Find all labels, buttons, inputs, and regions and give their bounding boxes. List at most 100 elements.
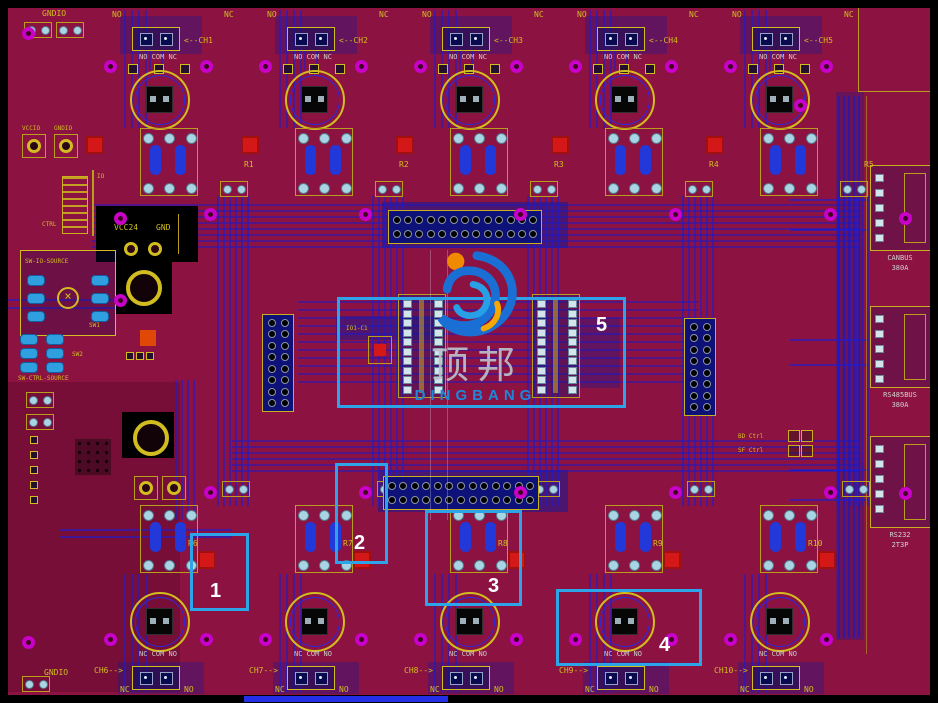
ring-pad [27, 139, 41, 153]
pin-pad [449, 216, 458, 224]
connector-pad [875, 204, 884, 212]
coil-pad [474, 560, 485, 571]
ic-footprint [74, 438, 112, 476]
pin-pad [410, 482, 419, 490]
passive-pad [690, 485, 699, 494]
relay-footprint [285, 592, 345, 652]
ring-pad [59, 139, 73, 153]
pin-pad [526, 496, 535, 504]
coil-pad [453, 183, 464, 194]
via-pad [665, 633, 678, 646]
via-pad [899, 487, 912, 500]
power-pin [124, 242, 138, 256]
coil-pad [164, 183, 175, 194]
coil-slot [175, 522, 186, 552]
pad [30, 481, 38, 489]
relay-coil-footprint [605, 505, 663, 573]
annotation-number: 4 [659, 634, 671, 656]
coil-pad [298, 560, 309, 571]
via-pad [820, 60, 833, 73]
coil-pad [608, 560, 619, 571]
contact-pad [128, 64, 138, 74]
relay-no-label: NO [112, 10, 122, 19]
relay-nc-label: NC [430, 685, 440, 694]
resistor-label: R1 [244, 160, 254, 169]
terminal-connector [597, 27, 645, 51]
coil-pad [651, 510, 662, 521]
coil-pad [763, 133, 774, 144]
connector-pad [875, 189, 884, 197]
pin-pad [415, 230, 424, 238]
coil-pad [319, 183, 330, 194]
passive-pad [859, 485, 868, 494]
pin-pad [517, 230, 526, 238]
vcc24-label: VCC24 [114, 223, 139, 232]
connector-pad [434, 347, 443, 356]
pin-pad [449, 230, 458, 238]
annotation-box-5: 5 [337, 297, 626, 408]
via-pad [359, 208, 372, 221]
bd-ctrl-label: BD Ctrl [738, 433, 764, 440]
passive-pad [43, 396, 52, 405]
passive-pad [378, 185, 387, 194]
coil-pad [629, 183, 640, 194]
terminal-connector [287, 666, 335, 690]
contact-pins-label: NC COM NO [449, 650, 487, 658]
coil-pad [784, 133, 795, 144]
bracket-line [92, 170, 94, 236]
connector-pad [568, 338, 577, 346]
pad [801, 430, 813, 442]
pin-header [262, 314, 294, 412]
annotation-box-4: 4 [556, 589, 702, 666]
pin-pad [702, 403, 711, 412]
pin-pad [480, 482, 489, 490]
channel-arrow-label: <--CH4 [649, 36, 678, 45]
coil-pad [629, 560, 640, 571]
inductor-footprint [133, 420, 169, 456]
pin-pad [702, 334, 711, 343]
relay-no-label: NO [804, 685, 814, 694]
via-pad [200, 633, 213, 646]
pad [126, 352, 134, 360]
pin-pad [689, 334, 698, 343]
contact-pad [800, 64, 810, 74]
contact-pins-label: NO COM NC [139, 53, 177, 61]
sf-ctrl-label: SF Ctrl [738, 447, 764, 454]
pin-pad [445, 482, 454, 490]
pin-pad [433, 496, 442, 504]
coil-slot [615, 145, 626, 175]
switch-pad [91, 293, 109, 304]
pin-pad [689, 357, 698, 366]
coil-pad [186, 183, 197, 194]
relay-no-label: NO [422, 10, 432, 19]
passive-footprint [220, 181, 248, 197]
connector-pad [434, 338, 443, 346]
annotation-number: 3 [488, 575, 500, 597]
coil-pad [186, 510, 197, 521]
switch-pad [46, 348, 64, 359]
testpoint-footprint [134, 476, 158, 500]
relay-body [146, 608, 173, 635]
testpoint-footprint [162, 476, 186, 500]
connector-pad [537, 347, 546, 356]
relay-coil-footprint [140, 128, 198, 196]
pin-pad [483, 216, 492, 224]
coil-slot [305, 145, 316, 175]
via-pad [899, 212, 912, 225]
pad [73, 26, 82, 35]
connector-bracket [904, 314, 926, 380]
via-pad [259, 60, 272, 73]
connector-pad [434, 357, 443, 365]
rs232-connector: RS232 2T3P [870, 436, 932, 552]
pin-pad [280, 341, 289, 350]
coil-pad [474, 133, 485, 144]
passive-footprint [22, 676, 50, 692]
power-pad [706, 136, 724, 154]
contact-pad [180, 64, 190, 74]
pin-pad [472, 216, 481, 224]
connector-pad [434, 385, 443, 394]
resistor-label: R3 [554, 160, 564, 169]
passive-pad [392, 185, 401, 194]
coil-pad [341, 560, 352, 571]
